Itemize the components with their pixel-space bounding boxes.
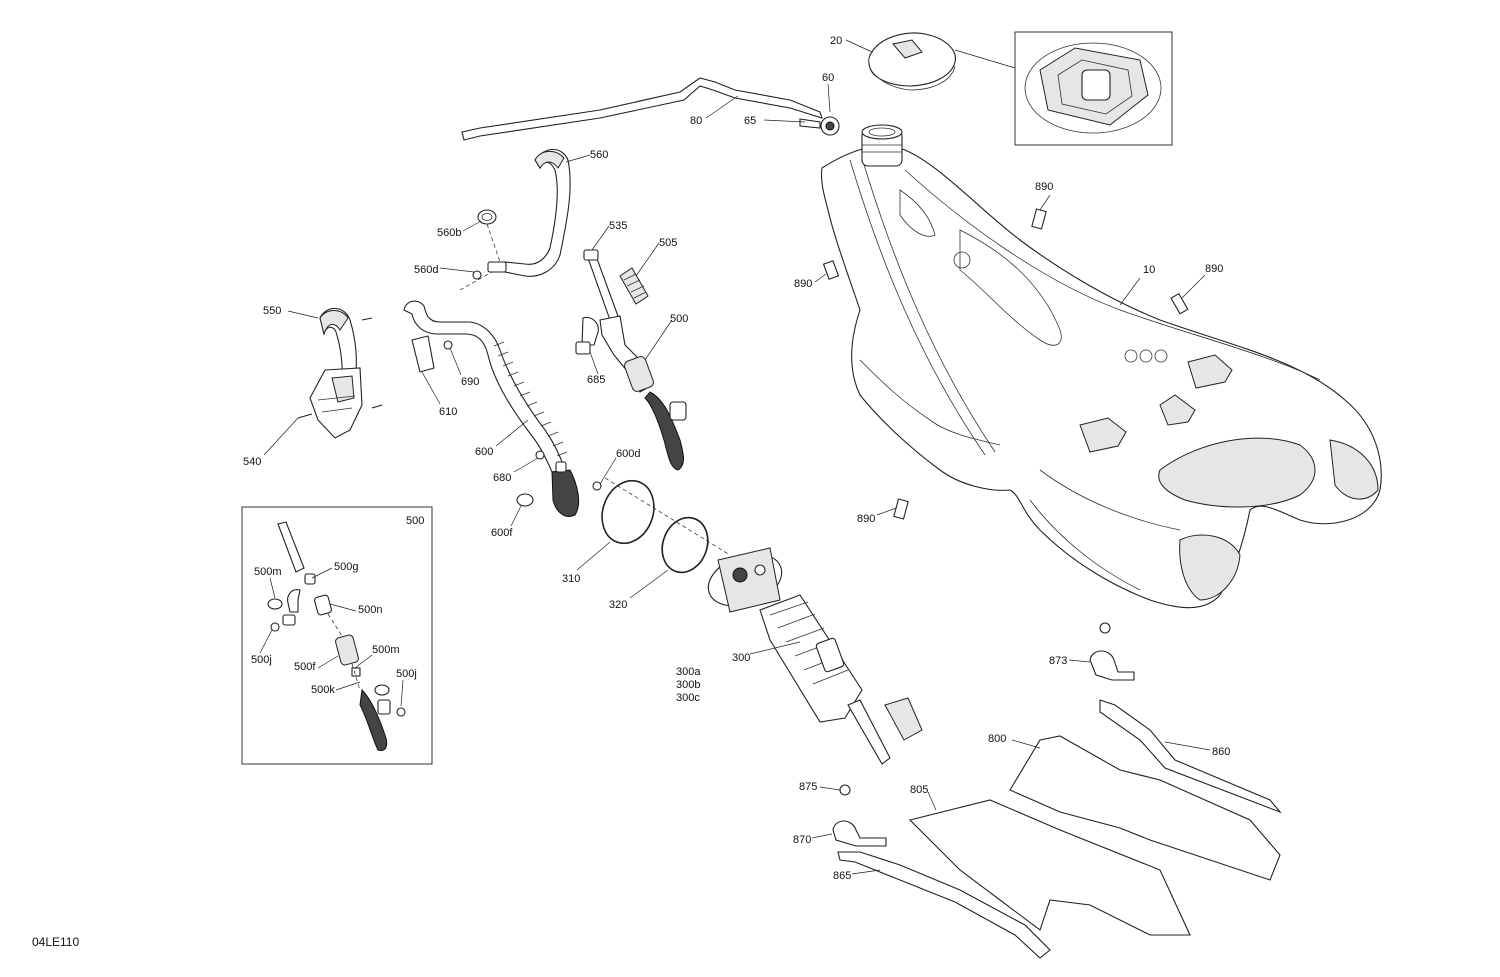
strap-865 bbox=[837, 851, 1051, 959]
grommet-890-a bbox=[1031, 208, 1047, 230]
label-610: 610 bbox=[439, 406, 457, 418]
label-560: 560 bbox=[590, 149, 608, 161]
inset-label-500m-a: 500m bbox=[254, 566, 282, 578]
callout-labels: 20 60 65 80 560 560b 560d 535 505 500 68… bbox=[243, 35, 1230, 882]
grommet-890-b bbox=[822, 260, 840, 280]
return-hose bbox=[504, 148, 571, 277]
label-680: 680 bbox=[493, 472, 511, 484]
label-600f: 600f bbox=[491, 527, 513, 539]
fitting-560d bbox=[472, 261, 507, 280]
grommet-890-d bbox=[893, 498, 909, 520]
label-300b: 300b bbox=[676, 679, 700, 691]
inset-box bbox=[241, 506, 433, 765]
figure-code: 04LE110 bbox=[32, 935, 79, 949]
label-805: 805 bbox=[910, 784, 928, 796]
inset-label-500k: 500k bbox=[311, 684, 335, 696]
label-890-d: 890 bbox=[857, 513, 875, 525]
screw-873 bbox=[1099, 622, 1111, 634]
label-875: 875 bbox=[799, 781, 817, 793]
label-500: 500 bbox=[670, 313, 688, 325]
label-600d: 600d bbox=[616, 448, 640, 460]
label-690: 690 bbox=[461, 376, 479, 388]
strap-860 bbox=[1099, 699, 1282, 814]
bracket-assembly bbox=[297, 307, 383, 439]
label-80: 80 bbox=[690, 115, 702, 127]
inset-labels: 500m 500g 500n 500j 500f 500m 500j 500k bbox=[251, 561, 417, 696]
grommet-890-c bbox=[1170, 292, 1189, 315]
label-600: 600 bbox=[475, 446, 493, 458]
label-550: 550 bbox=[263, 305, 281, 317]
clip-870 bbox=[832, 820, 887, 847]
label-560d: 560d bbox=[414, 264, 438, 276]
label-800: 800 bbox=[988, 733, 1006, 745]
cap-detail-drawing bbox=[1024, 42, 1162, 134]
inset-label-500g: 500g bbox=[334, 561, 358, 573]
label-300: 300 bbox=[732, 652, 750, 664]
seal-ring-320 bbox=[661, 516, 709, 574]
label-505: 505 bbox=[659, 237, 677, 249]
cap-detail-leader bbox=[954, 49, 1016, 69]
inset-title: 500 bbox=[406, 515, 424, 527]
label-560b: 560b bbox=[437, 227, 461, 239]
inset-label-500n: 500n bbox=[358, 604, 382, 616]
protector-805 bbox=[908, 799, 1191, 936]
label-890-a: 890 bbox=[1035, 181, 1053, 193]
small-parts-600 bbox=[516, 450, 602, 507]
label-890-b: 890 bbox=[794, 278, 812, 290]
label-60: 60 bbox=[822, 72, 834, 84]
label-65: 65 bbox=[744, 115, 756, 127]
seal-ring-310 bbox=[601, 479, 655, 545]
filter-assembly bbox=[575, 249, 687, 471]
label-20: 20 bbox=[830, 35, 842, 47]
inset-label-500j-b: 500j bbox=[396, 668, 417, 680]
inset-leaders bbox=[259, 567, 404, 707]
vent-hose bbox=[461, 77, 823, 141]
label-890-c: 890 bbox=[1205, 263, 1223, 275]
inset-label-500j-a: 500j bbox=[251, 654, 272, 666]
inset-label-500m-b: 500m bbox=[372, 644, 400, 656]
inset-label-500f: 500f bbox=[294, 661, 316, 673]
label-310: 310 bbox=[562, 573, 580, 585]
cap-detail-box bbox=[1014, 31, 1173, 146]
label-320: 320 bbox=[609, 599, 627, 611]
label-300a: 300a bbox=[676, 666, 701, 678]
clamp-560b bbox=[477, 209, 497, 225]
label-865: 865 bbox=[833, 870, 851, 882]
label-685: 685 bbox=[587, 374, 605, 386]
label-10: 10 bbox=[1143, 264, 1155, 276]
label-873: 873 bbox=[1049, 655, 1067, 667]
clip-873 bbox=[1089, 650, 1135, 681]
fuel-tank bbox=[820, 124, 1382, 609]
fuel-pump-module bbox=[707, 547, 923, 765]
label-870: 870 bbox=[793, 834, 811, 846]
filter-sock bbox=[619, 267, 649, 305]
label-300c: 300c bbox=[676, 692, 700, 704]
label-860: 860 bbox=[1212, 746, 1230, 758]
inset-filter-assembly bbox=[267, 521, 406, 751]
vent-valve bbox=[799, 116, 840, 136]
label-535: 535 bbox=[609, 220, 627, 232]
fuel-cap bbox=[868, 32, 956, 91]
supply-hose bbox=[403, 300, 580, 517]
label-540: 540 bbox=[243, 456, 261, 468]
leader-lines bbox=[263, 39, 1211, 875]
screw-875 bbox=[839, 784, 851, 796]
